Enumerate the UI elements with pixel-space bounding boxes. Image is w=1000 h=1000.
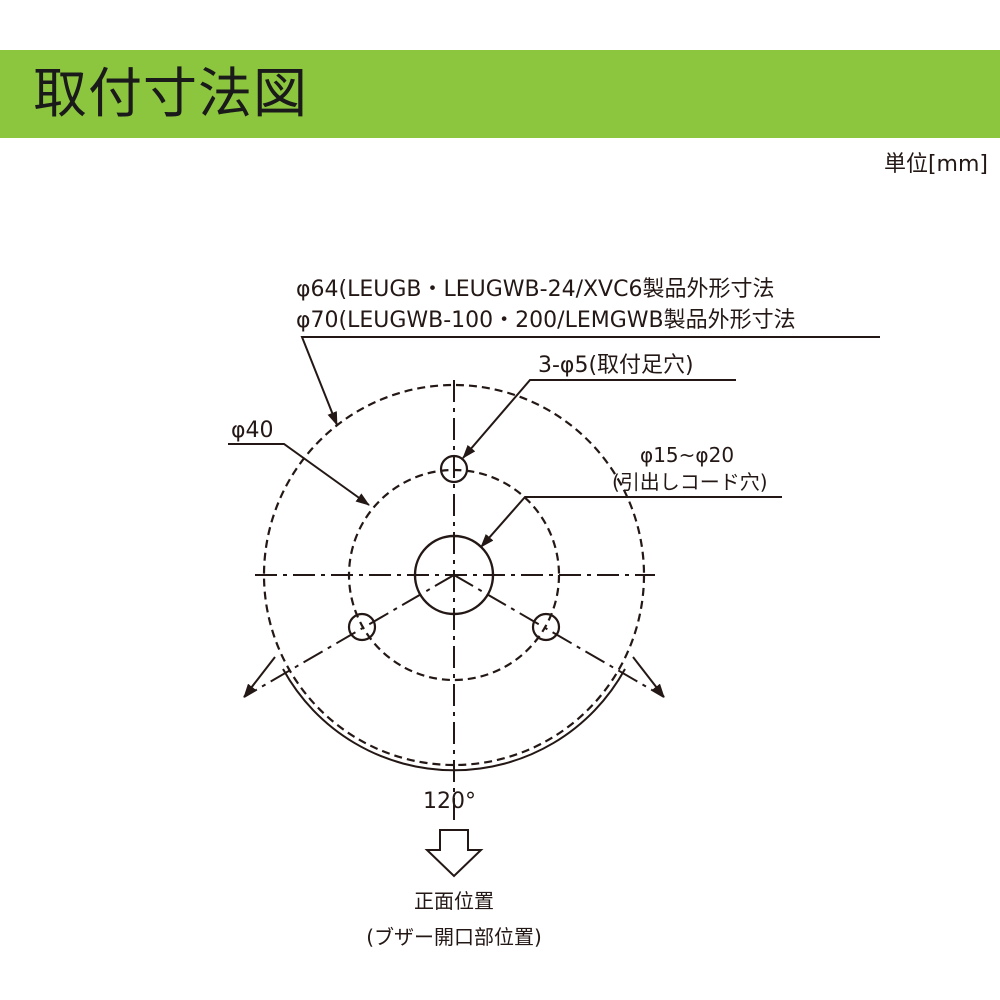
radial-line-right bbox=[453, 574, 665, 698]
radial-line-left bbox=[243, 574, 455, 698]
label-front-position: 正面位置 bbox=[414, 889, 494, 913]
label-pcd: φ40 bbox=[231, 418, 274, 443]
leader-cord-hole bbox=[480, 496, 782, 548]
outer-diameter-circle bbox=[262, 383, 646, 767]
angle-arrow-right bbox=[632, 656, 665, 698]
pcd-circle bbox=[347, 468, 561, 682]
label-cord-description: (引出しコード穴) bbox=[612, 470, 768, 494]
page-title: 取付寸法図 bbox=[33, 62, 308, 125]
front-arrow bbox=[424, 829, 484, 878]
mounting-hole-right bbox=[531, 612, 561, 642]
mounting-hole-top bbox=[439, 454, 469, 484]
label-cord-diameter: φ15~φ20 bbox=[640, 443, 734, 467]
header-band: 取付寸法図 bbox=[0, 50, 1000, 138]
label-outer-diameter-1: φ64(LEUGB・LEUGWB-24/XVC6製品外形寸法 bbox=[296, 277, 774, 302]
mounting-hole-left bbox=[347, 612, 377, 642]
leader-outer-diameter bbox=[300, 336, 880, 426]
label-outer-diameter-2: φ70(LEUGWB-100・200/LEMGWB製品外形寸法 bbox=[296, 308, 796, 333]
label-angle: 120° bbox=[423, 789, 476, 814]
cord-hole bbox=[413, 534, 495, 616]
unit-label: 単位[mm] bbox=[883, 152, 988, 177]
leader-pcd bbox=[228, 443, 370, 506]
label-mounting-holes: 3-φ5(取付足穴) bbox=[538, 353, 694, 378]
angle-arrow-left bbox=[243, 656, 276, 698]
leader-holes bbox=[462, 379, 736, 459]
angle-arc bbox=[282, 668, 626, 772]
label-buzzer-opening: (ブザー開口部位置) bbox=[366, 925, 542, 949]
